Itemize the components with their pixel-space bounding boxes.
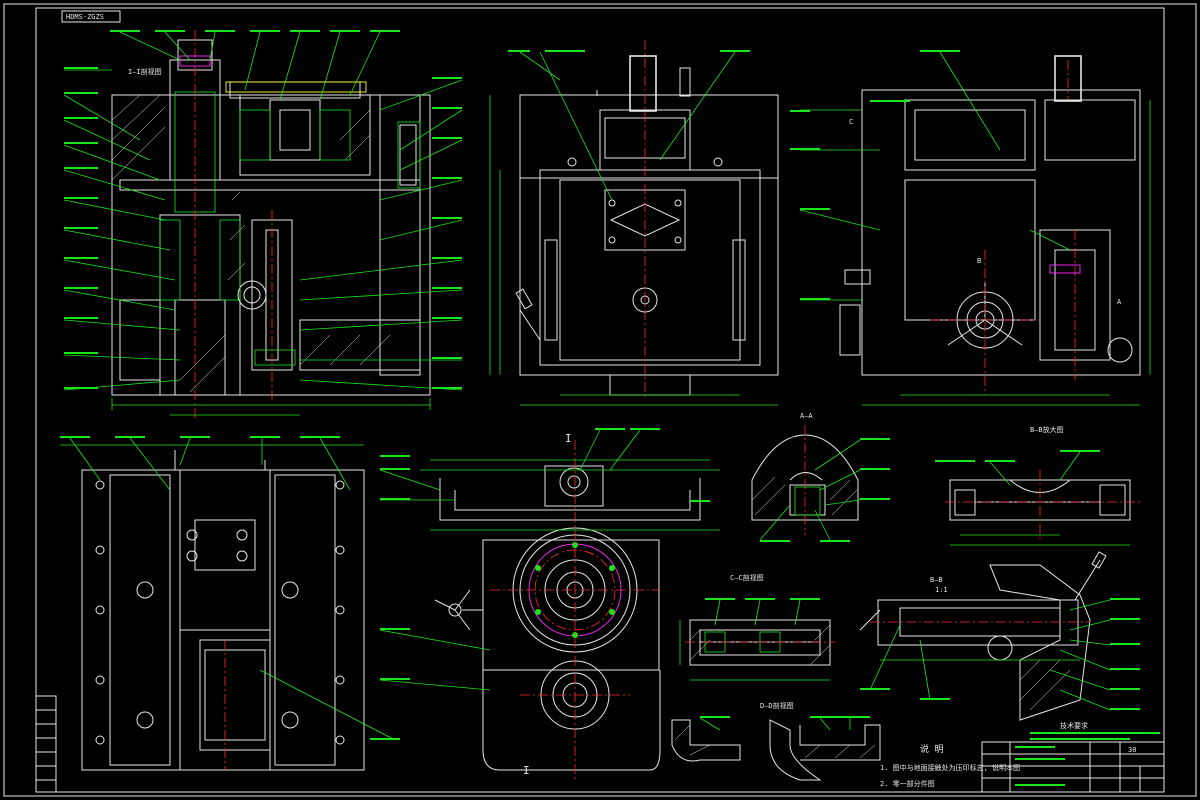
left-revision-strip [35,695,57,793]
view-A-label: A—A [800,412,813,420]
view-C-label: C—C剖视图 [730,573,764,582]
tech-requirements-title: 技术要求 [1060,721,1088,730]
outer-border [3,3,1197,797]
sheet-number: 30 [1128,746,1136,754]
section-hatching [111,94,391,393]
notes-block: 说 明 1. 图中与地面接触处为压印标志, 说明本图 2. 零一部分件图 [880,743,1020,788]
notes-title: 说 明 [920,743,943,755]
leader-lines-left [63,67,181,391]
view-BB-scale: 1:1 [935,586,948,594]
dividing-head-view: I I [379,428,720,780]
view-B-label: B—B放大图 [1030,425,1064,434]
section-I-label: I—I剖视图 [128,67,162,76]
view-B-B-scale: B—B 1:1 [859,551,1140,721]
leader-lines-right-section [299,77,463,391]
view-D-label: D—D剖视图 [760,701,794,710]
inner-border [35,7,1165,793]
plan-view-left [60,436,400,771]
view-C-C: C—C剖视图 [679,573,835,681]
view-B-B-enlarged: B—B放大图 [935,425,1140,546]
note-line-2: 2. 零一部分件图 [880,779,935,788]
note-line-1: 1. 图中与地面接触处为压印标志, 说明本图 [880,763,1020,772]
front-view [489,40,779,406]
section-view-I: I—I剖视图 [111,30,431,420]
view-marker-I-top: I [565,432,572,445]
marker-B-text: B [977,257,981,265]
marker-A-text: A [1117,298,1122,306]
tech-requirements-block: 技术要求 [1030,721,1160,740]
leader-lines-top-section [110,30,400,101]
section-bottom-dimensions [111,398,431,416]
title-block: 30 [981,741,1165,793]
side-view: C B A [790,50,1151,406]
view-BB-label: B—B [930,576,943,584]
view-A-A: A—A [751,412,890,542]
drawing-number-text: HDMS-ZGZS [66,13,104,21]
view-D-D: D—D剖视图 [671,701,881,781]
drawing-number-stamp: HDMS-ZGZS [61,10,121,23]
marker-C-text: C [849,118,853,126]
